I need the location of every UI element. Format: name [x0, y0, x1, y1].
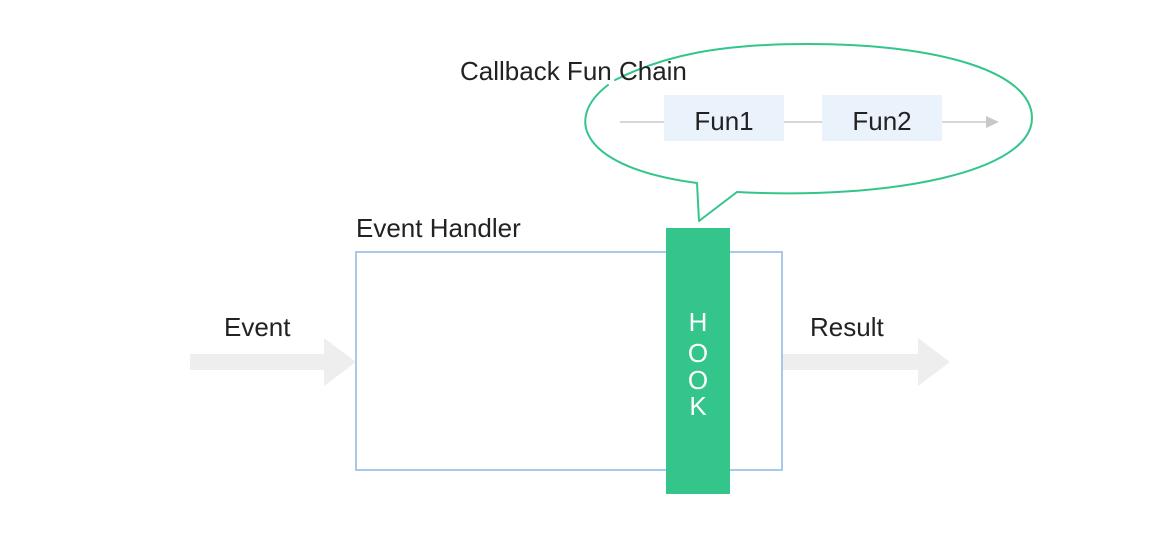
hook-letter-o1: O: [688, 338, 708, 368]
function-box-fun1: [664, 95, 784, 141]
result-label: Result: [810, 312, 884, 342]
event-handler-label: Event Handler: [356, 213, 521, 243]
callback-bubble: [584, 43, 1033, 222]
event-label: Event: [224, 312, 291, 342]
hook-letter-k: K: [689, 391, 707, 421]
function-label-fun1: Fun1: [694, 106, 753, 136]
event-input-arrow: [190, 338, 356, 386]
result-output-arrow: [782, 338, 950, 386]
callback-chain-label: Callback Fun Chain: [460, 56, 687, 86]
function-label-fun2: Fun2: [852, 106, 911, 136]
hook-letter-h: H: [689, 307, 708, 337]
function-box-fun2: [822, 95, 942, 141]
chain-arrow-head: [986, 116, 999, 128]
hook-letter-o2: O: [688, 365, 708, 395]
hook-bar: [666, 228, 730, 494]
